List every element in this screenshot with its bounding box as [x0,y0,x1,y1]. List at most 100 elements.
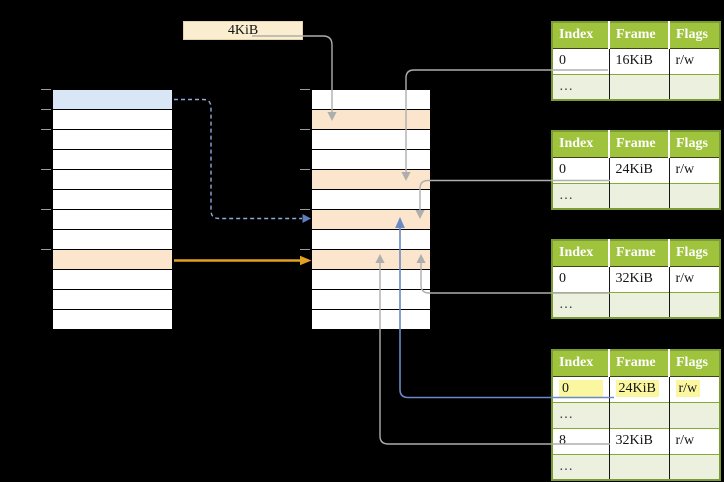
memory-row [53,90,172,110]
col-header-index: Index [552,240,609,267]
memory-row [312,310,430,330]
col-header-flags: Flags [668,22,720,49]
highlighted-value: 0 [559,380,603,398]
frame-cell: 32KiB [608,266,669,292]
index-cell: 0 [552,48,609,74]
frame-cell: 24KiB [608,376,669,402]
page-table-3: Index Frame Flags 0 32KiB r/w … [551,239,721,319]
table-row-ellipsis: … [552,291,720,318]
memory-row [53,290,172,310]
index-cell: 0 [552,266,609,292]
col-header-frame: Frame [608,131,669,158]
index-cell: … [552,182,609,209]
frame-size-label: 4KiB [183,21,303,40]
col-header-frame: Frame [608,240,669,267]
col-header-index: Index [552,131,609,158]
memory-row [53,170,172,190]
memory-row [312,190,430,210]
memory-row [312,130,430,150]
index-cell: … [552,73,609,100]
tick-mark [300,249,310,250]
header-row: Index Frame Flags [552,22,720,49]
index-cell: 8 [552,427,609,454]
memory-row [53,190,172,210]
table-row-ellipsis: … [552,453,720,480]
memory-row [53,250,172,270]
tick-mark [300,89,310,90]
frame-cell [608,182,669,209]
frame-cell [608,453,669,480]
frame-cell: 24KiB [608,157,669,183]
frame-cell [608,73,669,100]
index-cell: 0 [552,157,609,183]
header-row: Index Frame Flags [552,350,720,377]
header-row: Index Frame Flags [552,240,720,267]
memory-row [53,210,172,230]
memory-row [312,150,430,170]
highlighted-value: r/w [675,380,701,397]
memory-row [53,230,172,250]
connector-virtual-dashed-line [174,98,302,220]
tick-mark [300,169,310,170]
flags-cell [668,453,720,480]
col-header-frame: Frame [608,22,669,49]
col-header-index: Index [552,350,609,377]
virtual-memory-column [53,90,172,330]
table-row-ellipsis: … [552,73,720,100]
col-header-flags: Flags [668,131,720,158]
frame-cell: 32KiB [608,427,669,454]
memory-row [312,250,430,270]
memory-row [53,310,172,330]
flags-cell [668,401,720,428]
col-header-index: Index [552,22,609,49]
memory-row [312,110,430,130]
page-table-2: Index Frame Flags 0 24KiB r/w … [551,130,721,210]
highlighted-value: 24KiB [615,380,659,397]
frame-cell: 16KiB [608,48,669,74]
index-cell: … [552,401,609,428]
memory-row [312,210,430,230]
memory-row [312,170,430,190]
memory-row [53,150,172,170]
header-row: Index Frame Flags [552,131,720,158]
col-header-flags: Flags [668,350,720,377]
flags-cell: r/w [668,157,720,183]
tick-mark [300,209,310,210]
tick-mark [41,209,51,210]
table-row: 0 16KiB r/w [552,48,720,74]
flags-cell: r/w [668,427,720,454]
tick-mark [41,169,51,170]
flags-cell: r/w [668,376,720,402]
table-row-ellipsis: … [552,401,720,428]
index-cell: … [552,291,609,318]
col-header-frame: Frame [608,350,669,377]
tick-mark [41,109,51,110]
flags-cell [668,73,720,100]
frame-cell [608,291,669,318]
arrow-right-icon [302,214,311,223]
table-row-highlighted: 0 24KiB r/w [552,376,720,402]
memory-row [53,110,172,130]
index-cell: … [552,453,609,480]
memory-row [312,90,430,110]
flags-cell [668,182,720,209]
table-row: 0 32KiB r/w [552,266,720,292]
tick-mark [300,129,310,130]
tick-mark [41,129,51,130]
page-table-4: Index Frame Flags 0 24KiB r/w … 8 32KiB … [551,349,721,481]
index-cell: 0 [552,376,609,402]
flags-cell: r/w [668,48,720,74]
physical-memory-column [312,90,430,330]
memory-row [312,290,430,310]
table-row: 8 32KiB r/w [552,427,720,454]
memory-row [312,230,430,250]
table-row-ellipsis: … [552,182,720,209]
table-row: 0 24KiB r/w [552,157,720,183]
flags-cell: r/w [668,266,720,292]
page-table-1: Index Frame Flags 0 16KiB r/w … [551,21,721,101]
arrow-right-icon [300,255,312,266]
memory-row [53,270,172,290]
flags-cell [668,291,720,318]
memory-row [312,270,430,290]
memory-row [53,130,172,150]
